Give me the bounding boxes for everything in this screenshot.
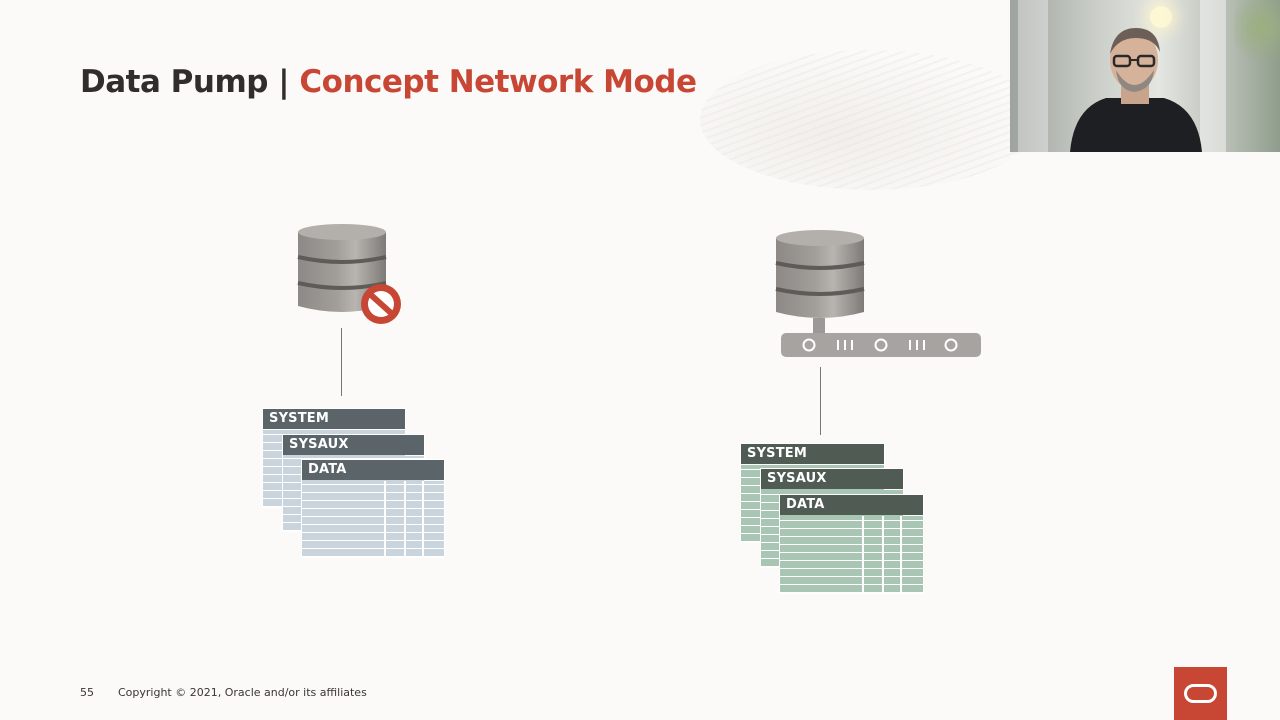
- tablespace-label: SYSTEM: [741, 444, 884, 464]
- page-title: Data Pump | Concept Network Mode: [80, 64, 697, 100]
- copyright-text: Copyright © 2021, Oracle and/or its affi…: [118, 686, 367, 699]
- tablespace-label: DATA: [780, 495, 923, 515]
- background-texture: [700, 50, 1040, 190]
- title-part2: Concept Network Mode: [299, 64, 697, 100]
- title-part1: Data Pump: [80, 64, 268, 100]
- target-connector-line: [820, 367, 821, 435]
- tablespace-label: SYSTEM: [263, 409, 405, 429]
- slide-number: 55: [80, 686, 94, 699]
- tablespace-label: SYSAUX: [761, 469, 903, 489]
- network-server-icon: [781, 318, 981, 357]
- oracle-logo-icon: [1174, 667, 1227, 720]
- presenter-video-icon: [1070, 28, 1202, 152]
- presenter-video: [1010, 0, 1280, 152]
- source-tablespace-data: DATA: [301, 459, 445, 558]
- target-tablespace-data: DATA: [779, 494, 924, 594]
- tablespace-label: SYSAUX: [283, 435, 424, 455]
- tablespace-label: DATA: [302, 460, 444, 480]
- target-database-icon: [775, 230, 865, 318]
- source-connector-line: [341, 328, 342, 396]
- title-separator: |: [278, 64, 290, 100]
- no-entry-icon: [361, 284, 401, 324]
